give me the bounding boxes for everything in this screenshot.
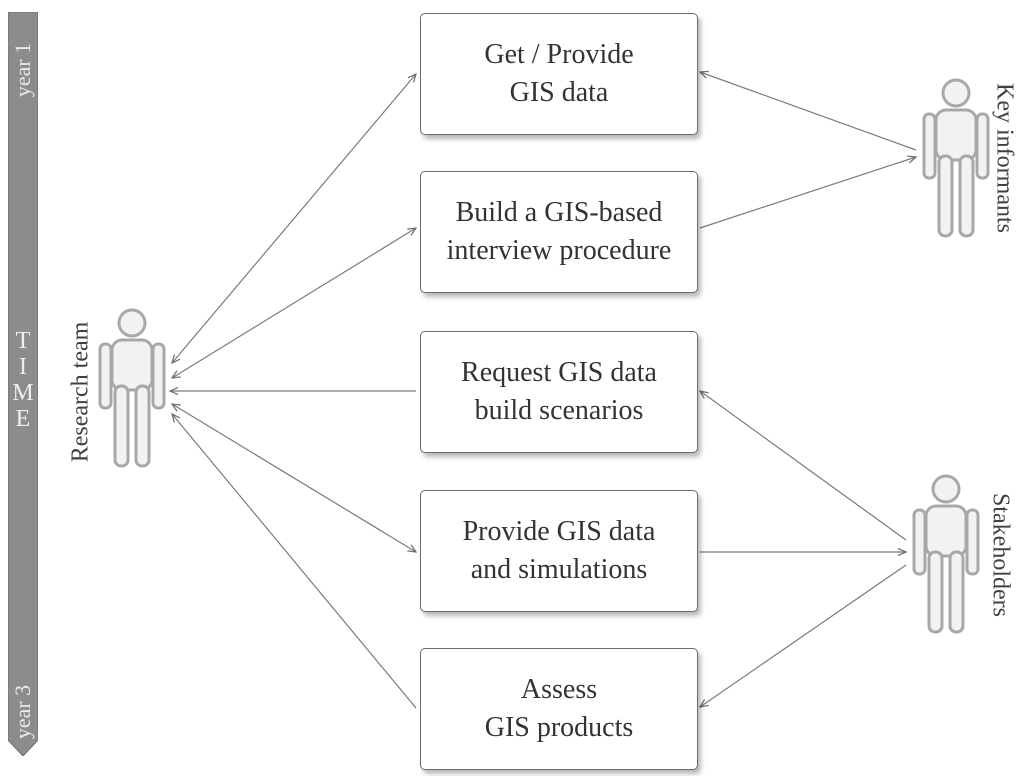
arrow-interview-to-informants [699, 157, 916, 229]
stakeholders-person-icon [912, 474, 980, 634]
step-get-provide-gis-data: Get / Provide GIS data [420, 13, 698, 135]
step-line: Provide GIS data [462, 516, 656, 547]
step-line: interview procedure [446, 235, 672, 266]
step-line: GIS data [509, 77, 609, 108]
arrow-assess-to-team [172, 414, 417, 709]
arrow-stakeholders-to-assess [700, 564, 907, 707]
arrow-team-get-data [172, 74, 416, 363]
step-assess-gis-products: Assess GIS products [420, 648, 698, 770]
research-team-label: Research team [67, 321, 94, 463]
timeline-end-label: year 3 [10, 684, 35, 740]
arrow-team-provide-data [172, 404, 416, 552]
step-line: Assess [520, 674, 598, 705]
key-informants-label: Key informants [991, 83, 1018, 233]
key-informants-person-icon [922, 78, 990, 238]
timeline-axis-label: T I M E [12, 328, 34, 432]
step-request-gis-data: Request GIS data build scenarios [420, 331, 698, 453]
arrow-team-build-interview [172, 228, 416, 378]
step-build-interview-procedure: Build a GIS-based interview procedure [420, 171, 698, 293]
arrow-stakeholders-to-request [700, 391, 907, 541]
step-line: Request GIS data [461, 357, 657, 388]
step-line: build scenarios [474, 395, 644, 426]
step-line: Get / Provide [484, 39, 634, 70]
step-line: GIS products [484, 712, 634, 743]
stakeholders-label: Stakeholders [987, 493, 1014, 617]
arrow-informants-to-get-data [700, 72, 917, 151]
research-team-person-icon [98, 308, 166, 468]
step-provide-gis-data-simulations: Provide GIS data and simulations [420, 490, 698, 612]
timeline-bar: year 1 T I M E year 3 [8, 12, 38, 756]
step-line: Build a GIS-based [455, 197, 663, 228]
timeline-start-label: year 1 [10, 42, 35, 98]
step-line: and simulations [470, 554, 648, 585]
